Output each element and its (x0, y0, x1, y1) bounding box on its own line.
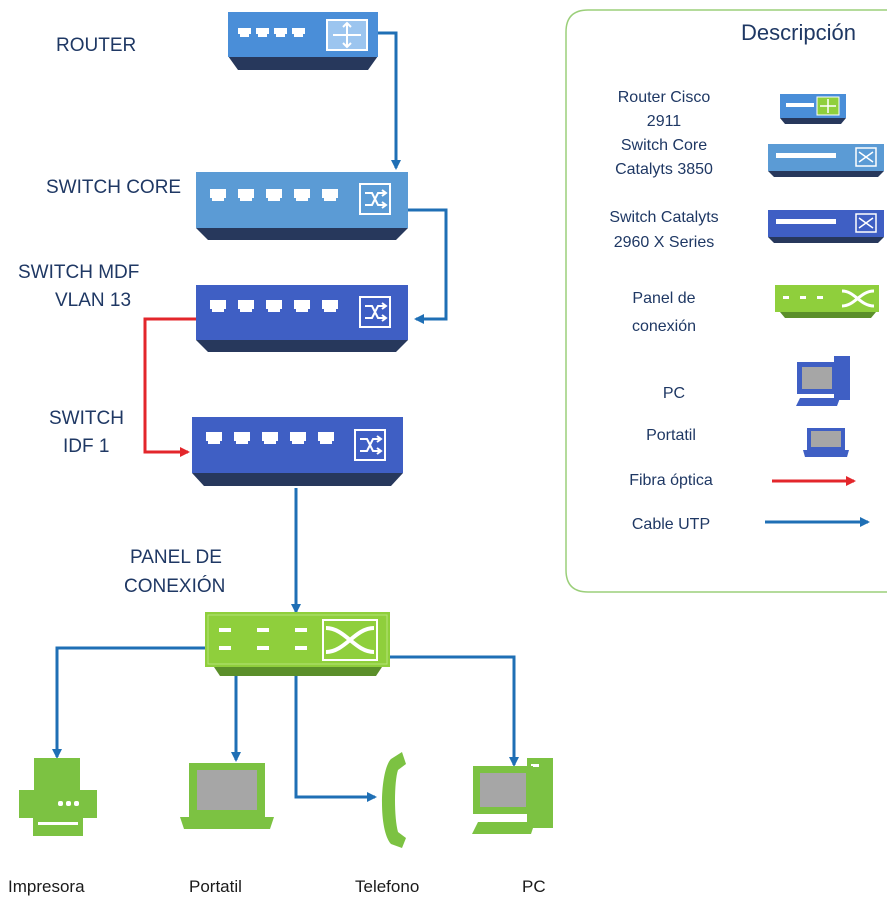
patch-panel-icon (205, 612, 390, 676)
legend-patch-panel-icon (775, 285, 879, 318)
endpoint-printer-label: Impresora (8, 877, 85, 896)
switch-idf-label-line1: SWITCH (49, 408, 124, 429)
legend-access-line1: Switch Catalyts (609, 209, 718, 226)
legend-router-icon (780, 94, 846, 124)
legend-router-line2: 2911 (647, 113, 682, 130)
legend-panel-line2: conexión (632, 318, 696, 335)
switch-mdf-label-line1: SWITCH MDF (18, 262, 139, 283)
fiber-link-mdf-idf (143, 317, 196, 457)
router-icon (228, 12, 378, 70)
legend-switch-access-icon (768, 210, 884, 243)
legend-pc-label: PC (663, 385, 685, 402)
switch-idf-icon (192, 417, 403, 486)
legend-laptop-icon (803, 428, 849, 457)
legend-access-line2: 2960 X Series (614, 234, 715, 251)
legend-core-line1: Switch Core (621, 137, 707, 154)
legend-panel-line1: Panel de (632, 290, 695, 307)
switch-mdf-icon (196, 285, 408, 352)
switch-core-icon (196, 172, 408, 240)
legend-router-line1: Router Cisco (618, 89, 711, 106)
printer-icon (19, 758, 97, 836)
legend-laptop-label: Portatil (646, 427, 696, 444)
utp-link-panel-pc (390, 655, 519, 767)
legend-fiber-label: Fibra óptica (629, 472, 713, 489)
endpoint-laptop-label: Portatil (189, 877, 242, 896)
panel-label-line2: CONEXIÓN (124, 575, 225, 597)
legend-utp-label: Cable UTP (632, 516, 710, 533)
utp-link-panel-printer (52, 646, 205, 759)
endpoint-pc-label: PC (522, 877, 546, 896)
laptop-icon (180, 763, 274, 829)
endpoint-phone-label: Telefono (355, 877, 419, 896)
legend-title: Descripción (741, 20, 856, 45)
legend-panel: Descripción Router Cisco 2911 Switch Cor… (565, 9, 887, 593)
utp-link-router-core (378, 31, 401, 170)
legend-switch-core-icon (768, 144, 884, 177)
legend-pc-icon (796, 356, 850, 406)
router-label: ROUTER (56, 35, 136, 56)
phone-icon (381, 752, 406, 848)
legend-core-line2: Catalyts 3850 (615, 161, 713, 178)
utp-link-core-mdf (408, 208, 448, 324)
panel-label-line1: PANEL DE (130, 547, 222, 568)
switch-mdf-label-line2: VLAN 13 (55, 290, 131, 311)
switch-core-label: SWITCH CORE (46, 177, 181, 198)
pc-icon (472, 758, 553, 834)
switch-idf-label-line2: IDF 1 (63, 436, 109, 457)
utp-link-panel-phone (294, 673, 377, 802)
